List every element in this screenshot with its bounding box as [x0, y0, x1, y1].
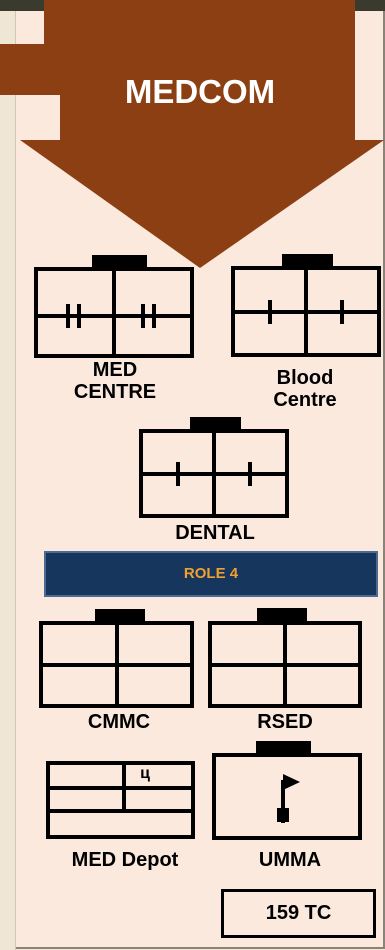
medcom-arrow: [0, 0, 384, 268]
umma-label: UMMA: [258, 849, 322, 871]
med-depot-label: MED Depot: [71, 849, 179, 871]
tc-box: 159 TC: [221, 889, 376, 938]
umma-symbol: [212, 741, 362, 840]
rsed-symbol: [208, 608, 362, 708]
blood-centre-label: Blood Centre: [273, 367, 337, 411]
med-centre-symbol: [34, 255, 194, 358]
blood-centre-symbol: [231, 254, 381, 357]
cmmc-label: CMMC: [87, 711, 151, 733]
rsed-label: RSED: [257, 711, 313, 733]
role-4-banner: ROLE 4: [44, 551, 378, 597]
cmmc-symbol: [39, 609, 194, 708]
med-depot-symbol: [46, 761, 195, 839]
med-depot-symbol-mark: ц: [140, 765, 150, 782]
left-margin: [0, 11, 16, 950]
medcom-title: MEDCOM: [124, 73, 276, 110]
dental-symbol: [139, 417, 289, 518]
role-4-label: ROLE 4: [183, 565, 239, 582]
dental-label: DENTAL: [175, 522, 255, 544]
med-centre-label: MED CENTRE: [73, 359, 157, 403]
